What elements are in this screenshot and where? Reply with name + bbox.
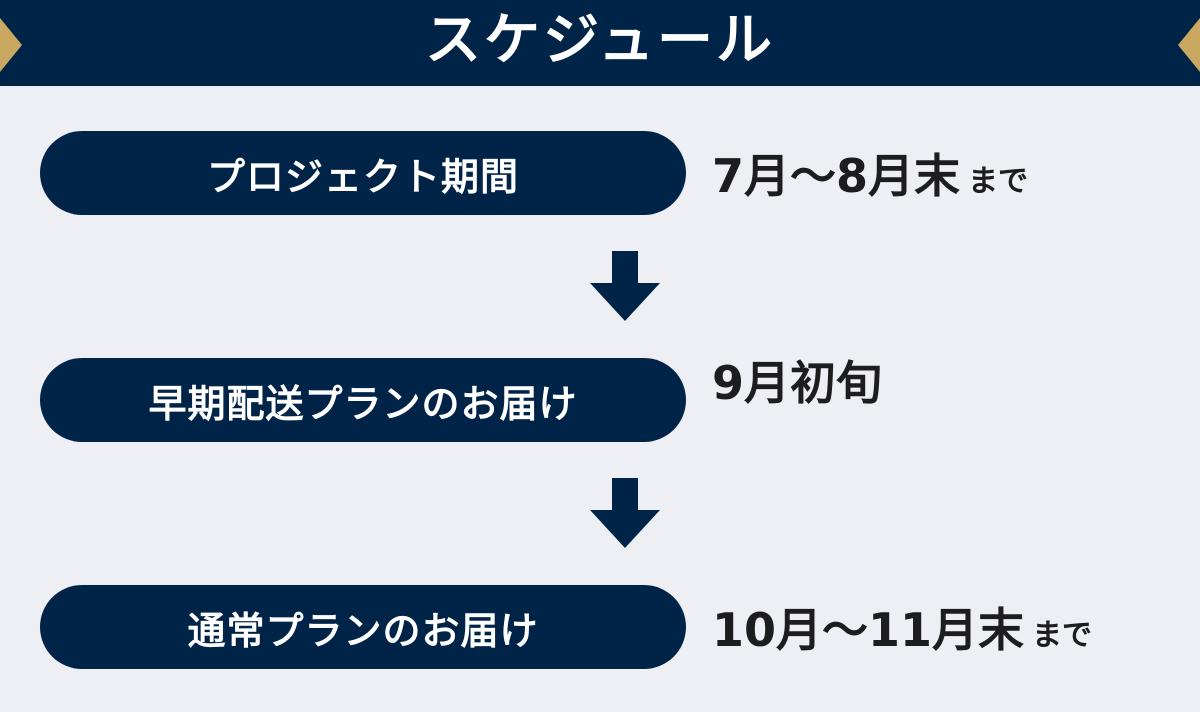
schedule-row-early-delivery: 早期配送プランのお届け 9月初旬 — [40, 356, 1200, 442]
schedule-date-suffix: まで — [968, 164, 1029, 199]
schedule-date-main: 10月〜11月末 — [712, 603, 1025, 657]
arrow-down-icon — [590, 478, 660, 548]
schedule-date: 10月〜11月末 まで — [712, 585, 1092, 669]
gold-chevron-right-icon — [1178, 18, 1200, 72]
gold-chevron-left-icon — [0, 18, 22, 72]
schedule-date-suffix: まで — [1032, 618, 1093, 653]
schedule-pill: 早期配送プランのお届け — [40, 358, 686, 442]
schedule-pill: 通常プランのお届け — [40, 585, 686, 669]
schedule-date-main: 7月〜8月末 — [712, 149, 961, 203]
schedule-row-project-period: プロジェクト期間 7月〜8月末 まで — [40, 131, 1200, 215]
schedule-date: 7月〜8月末 まで — [712, 131, 1028, 215]
schedule-label: 早期配送プランのお届け — [148, 381, 578, 426]
header-banner: スケジュール — [0, 0, 1200, 86]
schedule-date-main: 9月初旬 — [712, 356, 883, 410]
schedule-label: 通常プランのお届け — [187, 608, 539, 653]
schedule-pill: プロジェクト期間 — [40, 131, 686, 215]
schedule-date: 9月初旬 — [712, 338, 882, 422]
arrow-down-icon — [590, 251, 660, 321]
schedule-label: プロジェクト期間 — [206, 154, 519, 199]
page-title: スケジュール — [424, 8, 776, 73]
schedule-row-regular-delivery: 通常プランのお届け 10月〜11月末 まで — [40, 585, 1200, 669]
